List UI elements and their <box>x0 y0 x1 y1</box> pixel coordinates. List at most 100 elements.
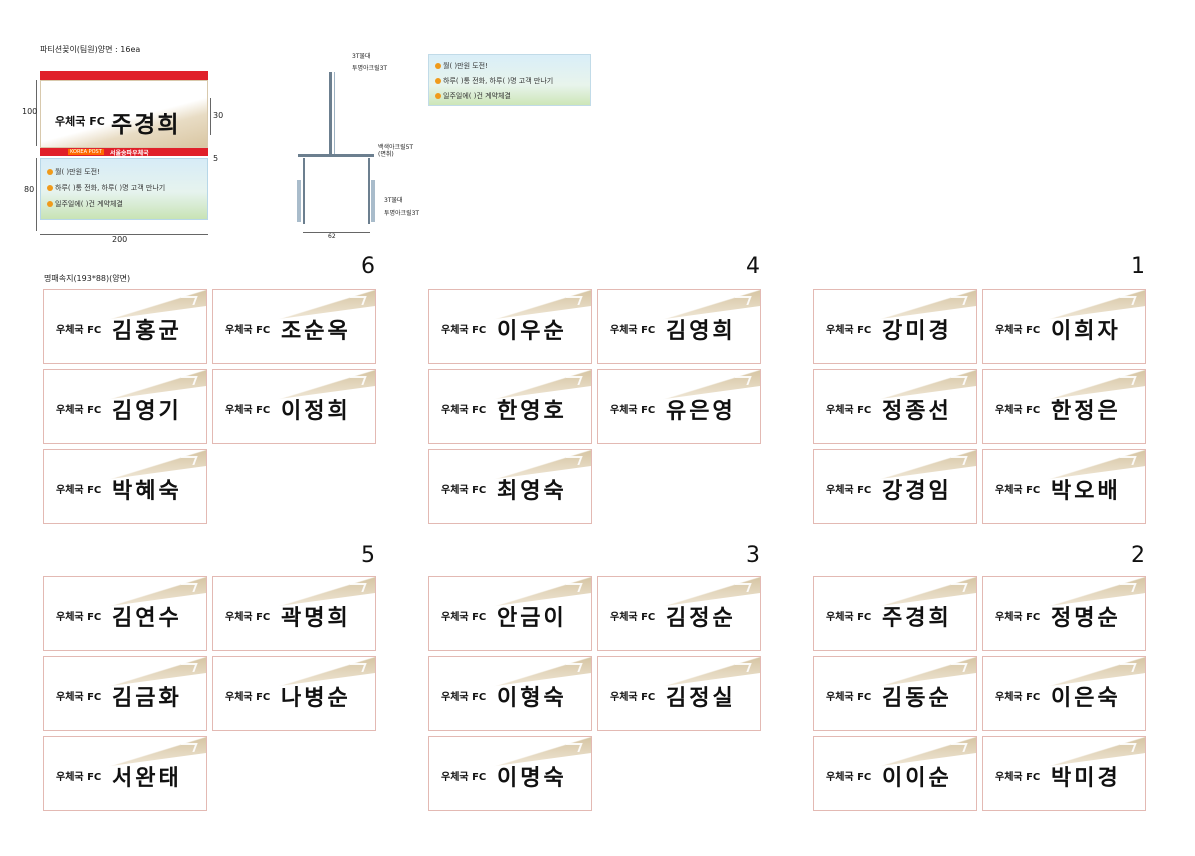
post-logo-icon <box>347 296 367 305</box>
banner-line: 일주일에( )건 계약체결 <box>435 91 511 101</box>
spec-title: 파티션꽂이(팀원)양면 : 16ea <box>40 45 141 54</box>
dim-gap: 5 <box>213 154 219 163</box>
side-label: 3T물대 <box>384 197 403 204</box>
side-label: 투명아크릴3T <box>384 210 420 217</box>
plate-org: 우체국 FC <box>610 692 656 703</box>
red-header-bar <box>40 71 208 80</box>
banner-line: 일주일에( )건 계약체결 <box>47 199 123 209</box>
post-logo-icon <box>347 583 367 592</box>
plate-name: 강미경 <box>882 319 952 344</box>
post-logo-icon <box>178 663 198 672</box>
plate-org: 우체국 FC <box>995 405 1041 416</box>
acrylic-clip-right <box>371 180 375 222</box>
acrylic-shelf <box>298 154 374 157</box>
plate-name: 조순옥 <box>281 319 351 344</box>
plate-name: 김홍균 <box>112 319 182 344</box>
plate-name: 유은영 <box>666 399 736 424</box>
plate-org: 우체국 FC <box>995 325 1041 336</box>
plate-name: 곽명희 <box>281 606 351 631</box>
mockup-strip: KOREA POST 서울송파우체국 <box>40 148 208 157</box>
post-logo-icon <box>178 743 198 752</box>
plate-org: 우체국 FC <box>56 325 102 336</box>
bullet-icon <box>435 93 441 99</box>
plate-org: 우체국 FC <box>995 485 1041 496</box>
plate-org: 우체국 FC <box>56 772 102 783</box>
plate-org: 우체국 FC <box>225 692 271 703</box>
acrylic-right-side <box>368 158 370 224</box>
plate-org: 우체국 FC <box>441 485 487 496</box>
bullet-icon <box>47 185 53 191</box>
plate-org: 우체국 FC <box>56 485 102 496</box>
plate-org: 우체국 FC <box>225 612 271 623</box>
post-logo-icon <box>732 376 752 385</box>
dimension-line <box>36 158 37 231</box>
plate-name: 박미경 <box>1051 766 1121 791</box>
side-label: 백색아크릴5T (면취) <box>378 144 414 159</box>
side-label: 투명아크릴3T <box>352 65 388 72</box>
plate-name: 이이순 <box>882 766 952 791</box>
plate-org: 우체국 FC <box>56 612 102 623</box>
plate-org: 우체국 FC <box>441 772 487 783</box>
plate-org: 우체국 FC <box>441 692 487 703</box>
plate-name: 김영기 <box>112 399 182 424</box>
plate-org: 우체국 FC <box>441 325 487 336</box>
name-plate: 우체국 FC 이형숙 <box>428 656 592 731</box>
post-logo-icon <box>732 583 752 592</box>
plate-name: 박혜숙 <box>112 479 182 504</box>
post-logo-icon <box>563 663 583 672</box>
post-logo-icon <box>1117 583 1137 592</box>
mockup-name: 주경희 <box>111 112 181 138</box>
dimension-line <box>40 234 208 235</box>
post-logo-icon <box>948 296 968 305</box>
group-number: 2 <box>1131 543 1145 568</box>
korea-post-logo: KOREA POST <box>68 149 104 155</box>
post-logo-icon <box>948 663 968 672</box>
banner-line: 하루( )통 전화, 하루( )명 고객 만나기 <box>47 183 165 193</box>
post-logo-icon <box>732 663 752 672</box>
mockup-strip-title: 서울송파우체국 <box>110 150 149 157</box>
name-plate: 우체국 FC 곽명희 <box>212 576 376 651</box>
plate-org: 우체국 FC <box>441 612 487 623</box>
post-logo-icon <box>178 583 198 592</box>
post-logo-icon <box>732 296 752 305</box>
slogan-banner: 월( )만원 도전! 하루( )통 전화, 하루( )명 고객 만나기 일주일에… <box>428 54 591 106</box>
plate-name: 정명순 <box>1051 606 1121 631</box>
plate-org: 우체국 FC <box>995 692 1041 703</box>
plate-org: 우체국 FC <box>610 612 656 623</box>
plate-name: 강경임 <box>882 479 952 504</box>
post-logo-icon <box>948 583 968 592</box>
post-logo-icon <box>347 376 367 385</box>
plate-name: 김금화 <box>112 686 182 711</box>
post-logo-icon <box>563 743 583 752</box>
dimension-line <box>210 98 211 135</box>
post-logo-icon <box>563 456 583 465</box>
plate-name: 이은숙 <box>1051 686 1121 711</box>
banner-line: 월( )만원 도전! <box>435 61 488 71</box>
acrylic-stand-top <box>329 72 332 154</box>
plate-name: 이우순 <box>497 319 567 344</box>
plate-size-label: 명패속지(193*88)(양면) <box>44 274 131 283</box>
plate-name: 이형숙 <box>497 686 567 711</box>
side-width: 62 <box>328 233 336 240</box>
acrylic-edge <box>334 72 335 154</box>
acrylic-clip-left <box>297 180 301 222</box>
post-logo-icon <box>1117 376 1137 385</box>
plate-org: 우체국 FC <box>225 325 271 336</box>
plate-name: 김연수 <box>112 606 182 631</box>
post-logo-icon <box>948 743 968 752</box>
group-number: 6 <box>361 254 375 279</box>
